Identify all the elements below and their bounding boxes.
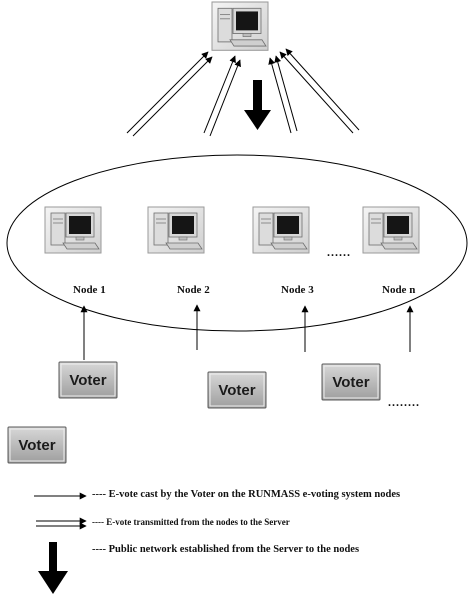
transmit-double-arrow: [279, 48, 360, 134]
voter-button: Voter: [207, 371, 267, 409]
legend-big-down-arrow-icon: [38, 542, 68, 594]
public-network-arrow: [244, 80, 271, 130]
network-ellipse: [6, 154, 468, 332]
voter-button: Voter: [321, 363, 381, 401]
svg-text:Voter: Voter: [18, 437, 55, 454]
voter-ellipsis: ........: [388, 395, 420, 409]
node-computer-icon: [362, 206, 420, 254]
svg-text:Voter: Voter: [218, 382, 255, 399]
node-label: Node n: [382, 284, 416, 296]
svg-text:Voter: Voter: [69, 372, 106, 389]
node-computer-icon: [252, 206, 310, 254]
node-ellipsis: ......: [327, 245, 351, 259]
node-computer-icon: [147, 206, 205, 254]
node-label: Node 2: [177, 284, 210, 296]
node-label: Node 1: [73, 284, 106, 296]
server-computer-icon: [211, 1, 269, 51]
voter-button: Voter: [7, 426, 67, 464]
legend-public-network-text: ---- Public network established from the…: [92, 544, 360, 555]
voter-button: Voter: [58, 361, 118, 399]
transmit-double-arrow: [126, 51, 213, 137]
legend-double-arrow-icon: [36, 517, 87, 530]
legend-transmitted-text: ---- E-vote transmitted from the nodes t…: [92, 517, 290, 527]
transmit-double-arrow: [203, 55, 241, 137]
transmit-double-arrow: [268, 55, 298, 134]
node-computer-icon: [44, 206, 102, 254]
svg-text:Voter: Voter: [332, 374, 369, 391]
node-label: Node 3: [281, 284, 314, 296]
legend-cast-text: ---- E-vote cast by the Voter on the RUN…: [92, 489, 401, 500]
